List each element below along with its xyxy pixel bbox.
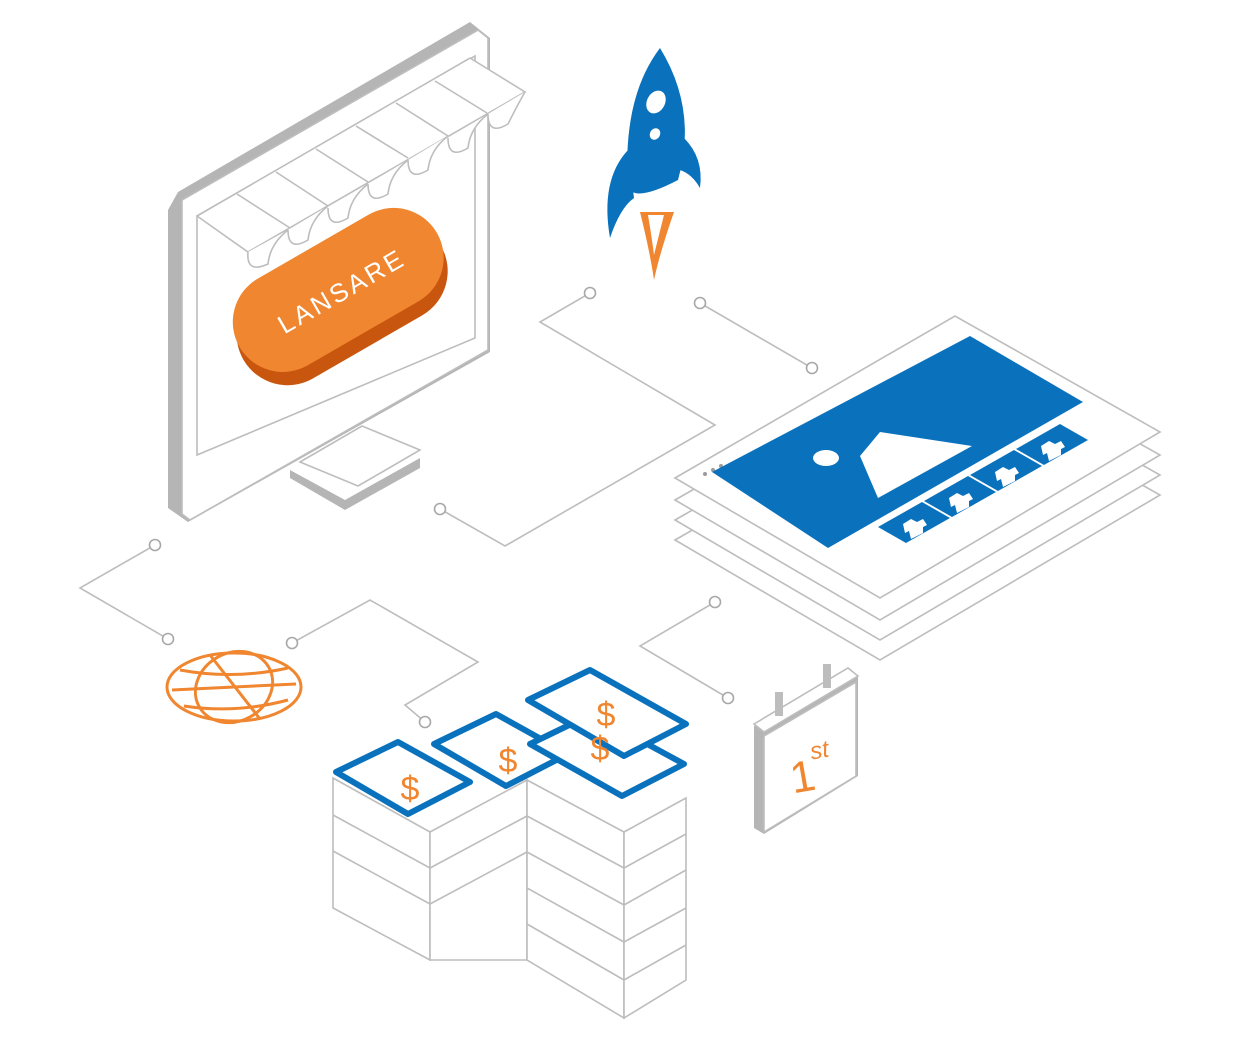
launch-button: LANSARE	[232, 207, 448, 386]
product-page-icon	[673, 315, 1162, 661]
rocket-icon	[607, 48, 701, 280]
dollar-sign: $	[597, 696, 616, 734]
storefront-awning	[195, 57, 527, 268]
connector-lines	[78, 286, 819, 729]
money-stack-icon: $ $ $ $	[332, 667, 689, 1020]
globe-icon	[165, 649, 303, 725]
dollar-sign: $	[401, 770, 420, 808]
product-thumbnails	[878, 424, 1088, 543]
monitor-storefront-icon: LANSARE	[168, 22, 527, 522]
calendar-icon: 1 st	[752, 664, 860, 834]
dollar-sign: $	[591, 730, 610, 768]
dollar-sign: $	[499, 742, 518, 780]
